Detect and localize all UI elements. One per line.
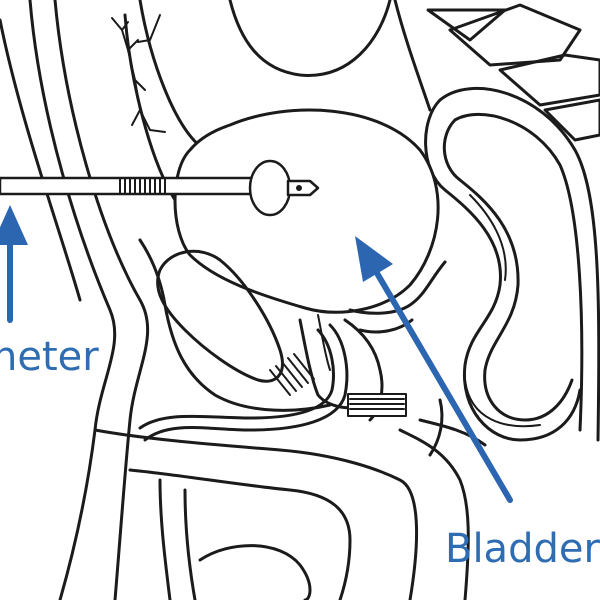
bladder: [173, 108, 440, 314]
bladder-arrow: [355, 236, 513, 503]
vessels: [111, 14, 166, 133]
catheter-arrow: [0, 205, 28, 323]
catheter-grip: [119, 178, 166, 194]
bladder-label: Bladder: [445, 526, 600, 572]
spine-vertebrae: [426, 3, 600, 142]
catheter: [0, 159, 320, 217]
lower-organs: [93, 398, 487, 600]
rectum: [424, 86, 600, 442]
catheter-label: heter: [0, 334, 99, 380]
abdominal-wall: [0, 0, 150, 600]
pubic-bone: [156, 249, 284, 383]
sphincter-stripes: [269, 353, 407, 417]
catheter-balloon: [248, 159, 292, 217]
